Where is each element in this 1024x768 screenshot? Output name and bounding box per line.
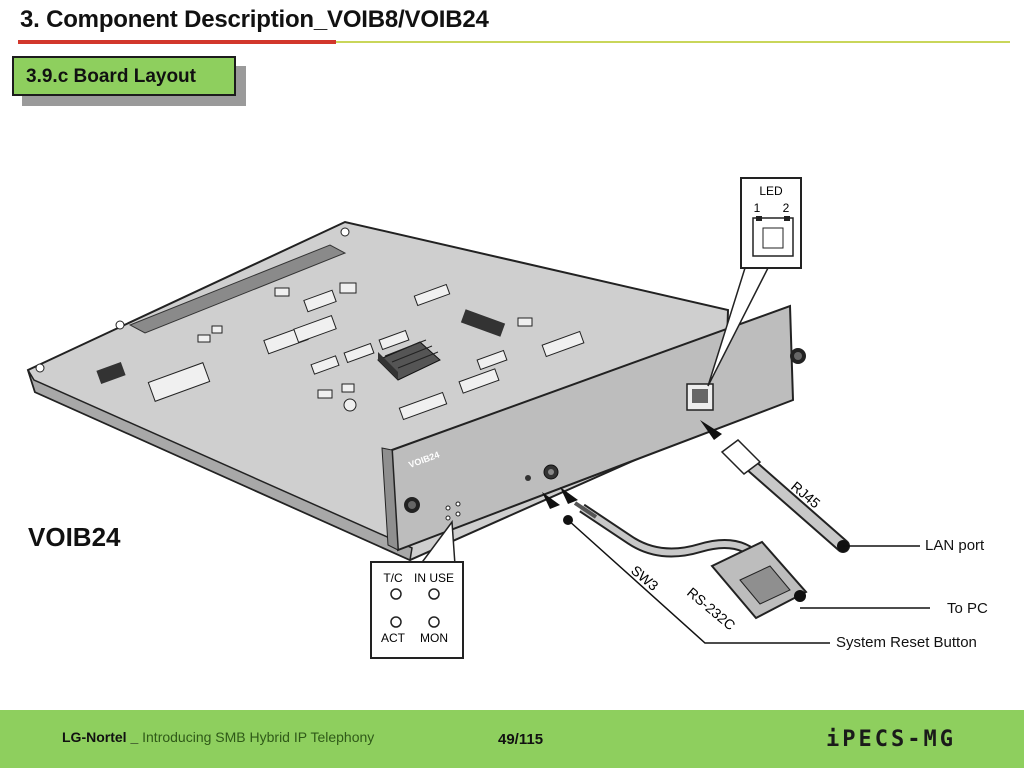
- footer-text: LG-Nortel _ Introducing SMB Hybrid IP Te…: [62, 729, 374, 745]
- edge-connector: [128, 244, 347, 334]
- pin-header-left: [96, 361, 126, 385]
- heatsink: [377, 339, 441, 381]
- act-label: ACT: [381, 631, 406, 645]
- lan-port-callout: LAN port: [925, 537, 985, 554]
- mon-label: MON: [420, 631, 448, 645]
- title-rule: [18, 41, 1010, 43]
- slide-title: 3. Component Description_VOIB8/VOIB24: [20, 6, 489, 33]
- reset-hole: [525, 475, 531, 481]
- section-header: 3.9.c Board Layout: [12, 56, 236, 96]
- page-number: 49/115: [498, 731, 544, 748]
- rj45-cable: [720, 439, 850, 553]
- footer-company: LG-Nortel _: [62, 729, 139, 745]
- section-title: 3.9.c Board Layout: [26, 66, 196, 87]
- title-rule-accent: [18, 40, 336, 44]
- board-diagram: VOIB24 LED 1 2 T/C IN USE ACT MON RJ45: [26, 177, 930, 659]
- rs232c-connector: [710, 540, 808, 620]
- tc-label: T/C: [383, 571, 403, 585]
- led-title: LED: [759, 184, 783, 198]
- audio-cable: [573, 501, 764, 564]
- in-use-label: IN USE: [414, 571, 454, 585]
- pin-header-center: [460, 309, 506, 337]
- led-1-label: 1: [754, 201, 761, 215]
- footer-bar: LG-Nortel _ Introducing SMB Hybrid IP Te…: [0, 710, 1024, 768]
- to-pc-callout: To PC: [947, 600, 988, 617]
- reset-callout: System Reset Button: [836, 634, 977, 651]
- led-2-label: 2: [783, 201, 790, 215]
- board-name: VOIB24: [28, 522, 121, 552]
- ipecs-logo: iPECS-MG: [826, 727, 956, 752]
- rs232c-label: RS-232C: [684, 584, 738, 633]
- status-callout-box: [370, 561, 464, 659]
- footer-subtitle: Introducing SMB Hybrid IP Telephony: [142, 729, 375, 745]
